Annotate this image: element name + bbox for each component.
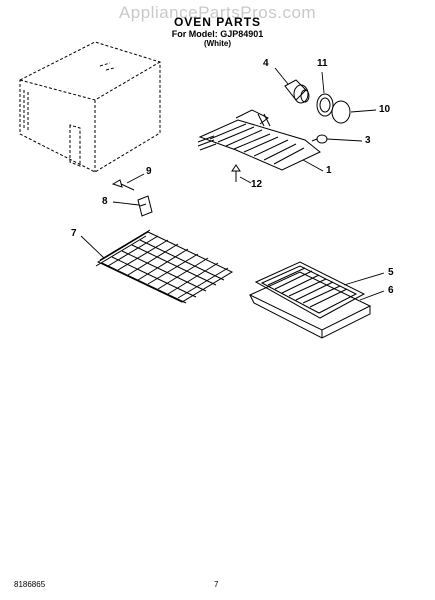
leader-11 — [321, 71, 325, 94]
leader-6 — [359, 290, 385, 301]
oven-cavity-outline — [19, 41, 161, 173]
leader-7 — [80, 235, 105, 259]
light-bulb-part — [311, 134, 328, 144]
callout-11: 11 — [317, 58, 328, 69]
variant-line: (White) — [203, 39, 232, 48]
callout-4: 4 — [263, 58, 269, 69]
leader-8 — [112, 201, 140, 206]
diagram-title: OVEN PARTS — [173, 15, 262, 29]
broil-pan-part — [248, 271, 372, 339]
doc-number: 8186865 — [14, 580, 46, 589]
watermark: AppliancePartsPros.com — [118, 3, 317, 22]
callout-9: 9 — [146, 166, 152, 177]
callout-10: 10 — [379, 104, 391, 115]
callout-7: 7 — [71, 228, 77, 239]
light-socket-part — [284, 79, 310, 104]
gasket-ring-part — [316, 93, 334, 117]
leader-10 — [350, 109, 377, 113]
callout-6: 6 — [388, 285, 394, 296]
callout-3: 3 — [365, 135, 371, 146]
callout-1: 1 — [326, 165, 332, 176]
leader-9 — [126, 173, 145, 184]
broil-pan-insert-part — [254, 261, 366, 319]
bracket-screw-part — [111, 179, 135, 191]
leader-5 — [343, 272, 385, 286]
rack-bracket-part — [137, 195, 153, 217]
light-cover-part — [331, 100, 351, 124]
leader-12 — [239, 176, 252, 184]
element-screw-part — [231, 164, 241, 182]
model-line: For Model: GJP84901 — [171, 29, 264, 39]
broil-element-part — [197, 109, 321, 171]
leader-1 — [302, 159, 324, 172]
callout-5: 5 — [388, 267, 394, 278]
leader-lines — [80, 67, 385, 301]
callout-12: 12 — [251, 179, 263, 190]
page-number: 7 — [214, 580, 219, 589]
callout-8: 8 — [102, 196, 108, 207]
oven-rack-part — [95, 229, 234, 304]
leader-3 — [326, 138, 363, 142]
leader-4 — [274, 67, 289, 85]
